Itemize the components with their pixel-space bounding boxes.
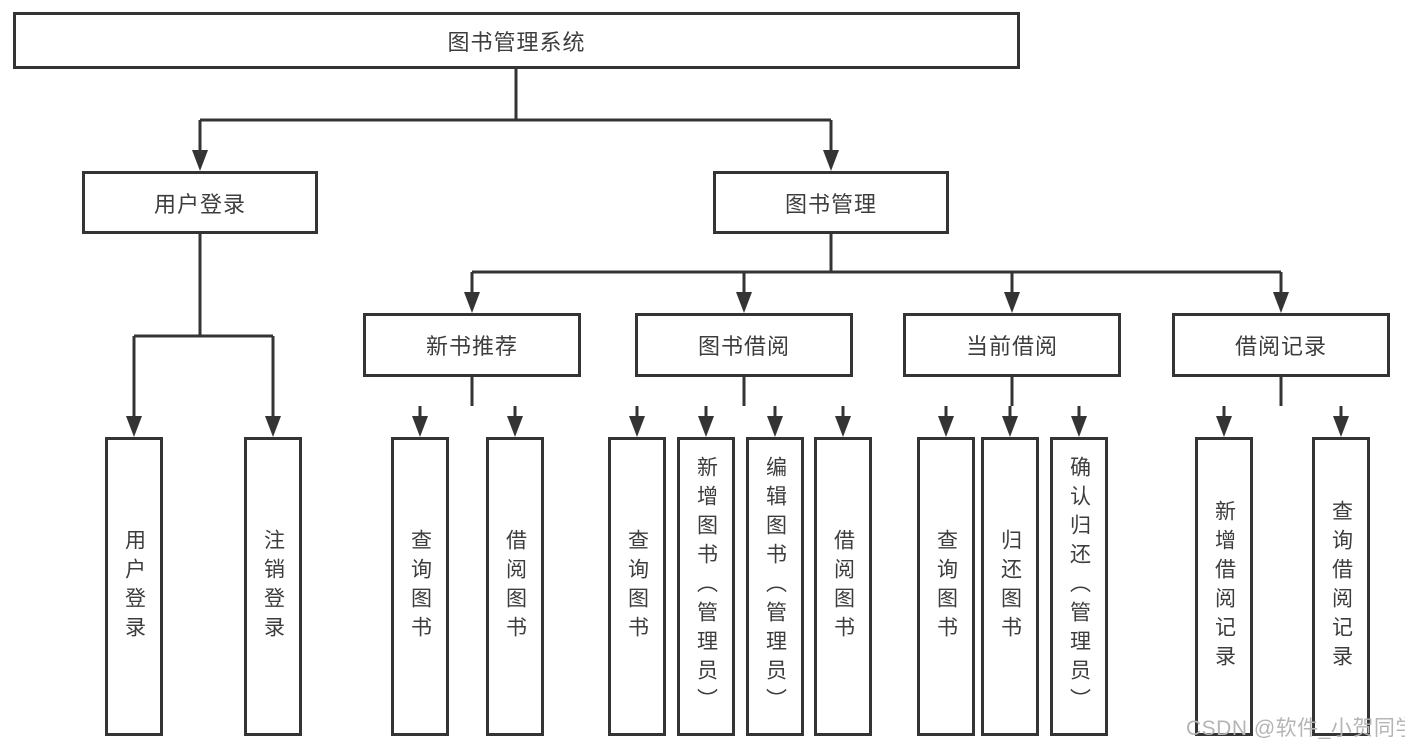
leaf-label: 归还图书 (998, 528, 1022, 645)
leaf-current-query-books: 查询图书 (917, 437, 975, 736)
leaf-borrowing-add-books-admin: 新增图书（管理员） (677, 437, 735, 736)
arrowhead (736, 292, 752, 313)
leaf-label: 借阅图书 (831, 528, 855, 645)
node-book-management: 图书管理 (713, 171, 949, 234)
node-user-login: 用户登录 (82, 171, 318, 234)
leaf-label: 新增图书（管理员） (694, 456, 718, 717)
leaf-label: 确认归还（管理员） (1067, 456, 1091, 717)
node-current-borrowing: 当前借阅 (903, 313, 1121, 377)
leaf-label: 新增借阅记录 (1212, 499, 1236, 674)
leaf-records-query-borrow-record: 查询借阅记录 (1312, 437, 1370, 736)
csdn-watermark: CSDN @软件_小贺同学 (1186, 717, 1405, 740)
arrowhead (1216, 416, 1232, 437)
arrowhead (1273, 292, 1289, 313)
leaf-label: 注销登录 (261, 528, 285, 645)
arrowhead (629, 416, 645, 437)
arrowhead (1071, 416, 1087, 437)
leaf-label: 查询借阅记录 (1329, 499, 1353, 674)
arrowhead (1002, 416, 1018, 437)
leaf-records-add-borrow-record: 新增借阅记录 (1195, 437, 1253, 736)
leaf-label: 借阅图书 (503, 528, 527, 645)
node-borrowing-records: 借阅记录 (1172, 313, 1390, 377)
arrowhead (767, 416, 783, 437)
leaf-recommend-borrow-books: 借阅图书 (486, 437, 544, 736)
arrowhead (192, 150, 208, 171)
leaf-label: 查询图书 (408, 528, 432, 645)
leaf-current-confirm-return-admin: 确认归还（管理员） (1050, 437, 1108, 736)
leaf-borrowing-edit-books-admin: 编辑图书（管理员） (746, 437, 804, 736)
node-new-book-recommendation: 新书推荐 (363, 313, 581, 377)
arrowhead (938, 416, 954, 437)
arrowhead (835, 416, 851, 437)
arrowhead (126, 416, 142, 437)
node-library-management-system: 图书管理系统 (13, 12, 1020, 69)
leaf-borrowing-borrow-books: 借阅图书 (814, 437, 872, 736)
leaf-user-login: 用户登录 (105, 437, 163, 736)
arrowhead (1333, 416, 1349, 437)
arrowhead (507, 416, 523, 437)
arrowhead (823, 150, 839, 171)
leaf-borrowing-query-books: 查询图书 (608, 437, 666, 736)
arrowhead (464, 292, 480, 313)
node-book-borrowing: 图书借阅 (635, 313, 853, 377)
leaf-label: 用户登录 (122, 528, 146, 645)
arrowhead (412, 416, 428, 437)
leaf-label: 查询图书 (934, 528, 958, 645)
arrowhead (698, 416, 714, 437)
leaf-current-return-books: 归还图书 (981, 437, 1039, 736)
leaf-recommend-query-books: 查询图书 (391, 437, 449, 736)
leaf-label: 查询图书 (625, 528, 649, 645)
leaf-label: 编辑图书（管理员） (763, 456, 787, 717)
leaf-logout: 注销登录 (244, 437, 302, 736)
arrowhead (1004, 292, 1020, 313)
arrowhead (265, 416, 281, 437)
